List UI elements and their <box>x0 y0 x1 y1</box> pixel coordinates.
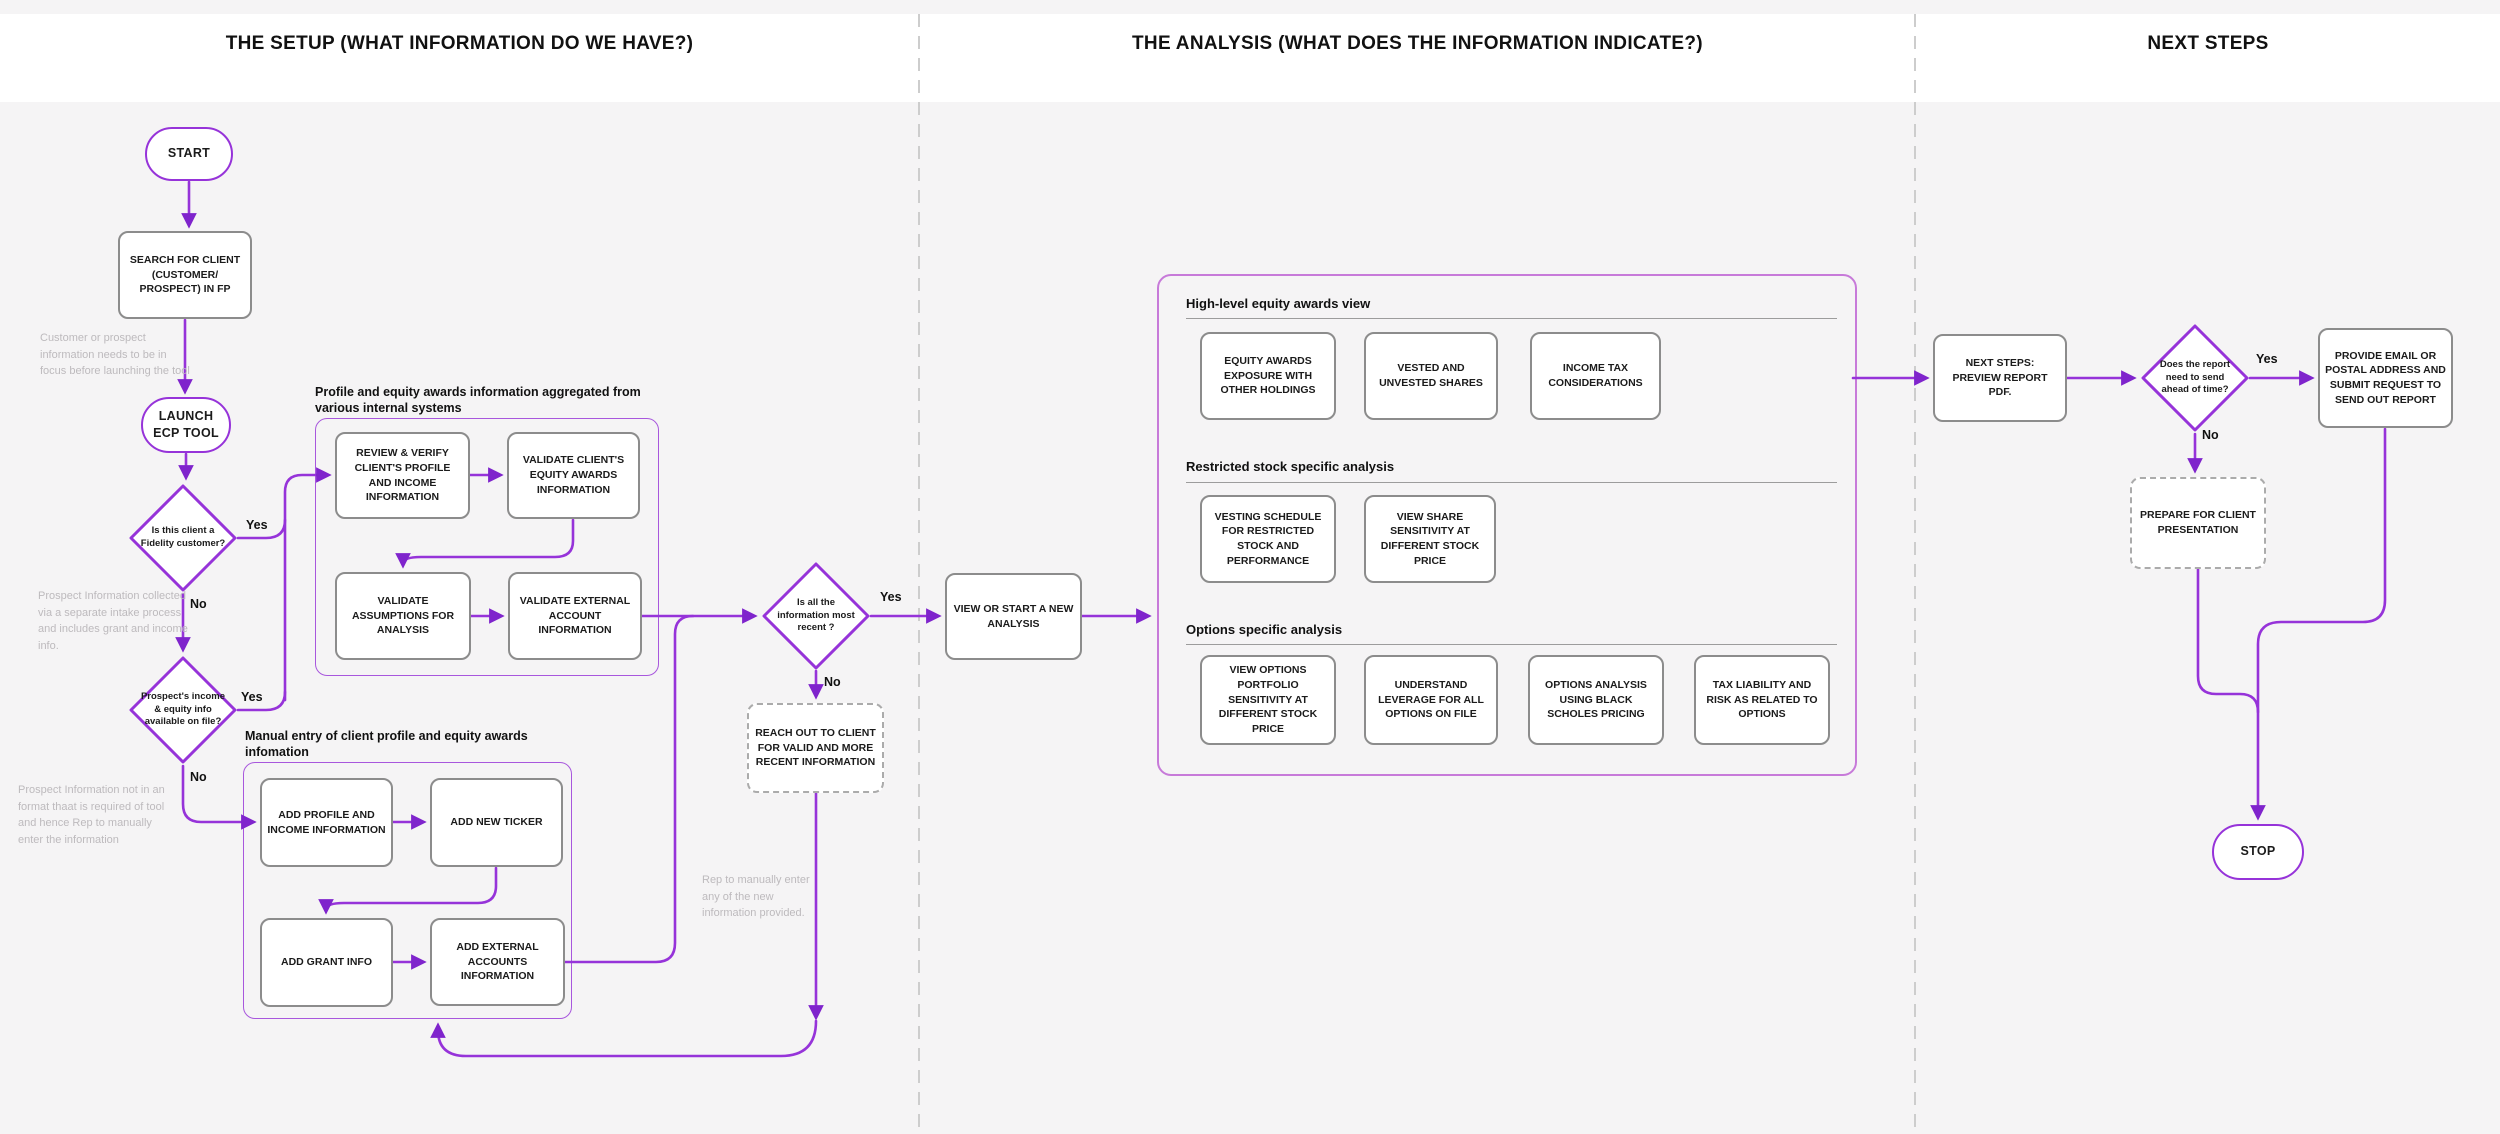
header-band <box>0 14 2500 102</box>
card-equity-awards-exposure: EQUITY AWARDS EXPOSURE WITH OTHER HOLDIN… <box>1200 332 1336 420</box>
decision-info-most-recent: Is all the information most recent ? <box>761 561 871 671</box>
group-title-manual: Manual entry of client profile and equit… <box>245 729 528 760</box>
section-rule-restricted-stock <box>1186 482 1837 483</box>
column-title-next-steps: NEXT STEPS <box>2147 33 2269 54</box>
card-black-scholes: OPTIONS ANALYSIS USING BLACK SCHOLES PRI… <box>1528 655 1664 745</box>
node-view-start-analysis: VIEW OR START A NEW ANALYSIS <box>945 573 1082 660</box>
edge-label-yes-recent: Yes <box>880 590 902 604</box>
note-customer-focus: Customer or prospect information needs t… <box>40 332 190 377</box>
decision-info-most-recent-label: Is all the information most recent ? <box>777 596 855 634</box>
decision-send-ahead-label: Does the report need to send ahead of ti… <box>2159 358 2231 396</box>
node-add-ticker: ADD NEW TICKER <box>430 778 563 867</box>
edge-label-no-recent: No <box>824 675 841 689</box>
node-next-steps-preview: NEXT STEPS: PREVIEW REPORT PDF. <box>1933 334 2067 422</box>
decision-fidelity-customer-label: Is this client a Fidelity customer? <box>140 525 226 549</box>
node-prepare-presentation: PREPARE FOR CLIENT PRESENTATION <box>2130 477 2266 569</box>
node-review-verify: REVIEW & VERIFY CLIENT'S PROFILE AND INC… <box>335 432 470 519</box>
section-title-restricted-stock: Restricted stock specific analysis <box>1186 459 1395 474</box>
node-add-external: ADD EXTERNAL ACCOUNTS INFORMATION <box>430 918 565 1006</box>
edge-label-no-prospect: No <box>190 770 207 784</box>
decision-prospect-info-on-file: Prospect's income & equity info availabl… <box>128 655 238 765</box>
column-title-analysis: THE ANALYSIS (WHAT DOES THE INFORMATION … <box>1132 33 1703 54</box>
node-validate-external: VALIDATE EXTERNAL ACCOUNT INFORMATION <box>508 572 642 660</box>
note-rep-manual-entry: Rep to manually enter any of the new inf… <box>702 874 810 919</box>
card-vested-unvested: VESTED AND UNVESTED SHARES <box>1364 332 1498 420</box>
node-launch-ecp-tool: LAUNCH ECP TOOL <box>141 397 231 453</box>
node-start: START <box>145 127 233 181</box>
note-prospect-intake: Prospect Information collected via a sep… <box>38 590 188 652</box>
card-income-tax: INCOME TAX CONSIDERATIONS <box>1530 332 1661 420</box>
card-tax-liability: TAX LIABILITY AND RISK AS RELATED TO OPT… <box>1694 655 1830 745</box>
edge-label-yes-prospect: Yes <box>241 690 263 704</box>
note-prospect-format: Prospect Information not in an format th… <box>18 784 165 846</box>
analysis-container <box>1157 274 1857 776</box>
section-rule-high-level <box>1186 318 1837 319</box>
section-title-options: Options specific analysis <box>1186 622 1343 637</box>
column-title-setup: THE SETUP (WHAT INFORMATION DO WE HAVE?) <box>225 33 694 54</box>
edge-label-yes-send-ahead: Yes <box>2256 352 2278 366</box>
edge-label-yes-fidelity: Yes <box>246 518 268 532</box>
node-reach-out-client: REACH OUT TO CLIENT FOR VALID AND MORE R… <box>747 703 884 793</box>
section-rule-options <box>1186 644 1837 645</box>
card-options-sensitivity: VIEW OPTIONS PORTFOLIO SENSITIVITY AT DI… <box>1200 655 1336 745</box>
section-divider-1 <box>918 14 920 1134</box>
card-share-sensitivity: VIEW SHARE SENSITIVITY AT DIFFERENT STOC… <box>1364 495 1496 583</box>
decision-prospect-info-label: Prospect's income & equity info availabl… <box>140 690 226 728</box>
node-validate-assumptions: VALIDATE ASSUMPTIONS FOR ANALYSIS <box>335 572 471 660</box>
edge-label-no-send-ahead: No <box>2202 428 2219 442</box>
card-vesting-schedule: VESTING SCHEDULE FOR RESTRICTED STOCK AN… <box>1200 495 1336 583</box>
edge-label-no-fidelity: No <box>190 597 207 611</box>
node-add-profile: ADD PROFILE AND INCOME INFORMATION <box>260 778 393 867</box>
section-divider-2 <box>1914 14 1916 1134</box>
decision-send-ahead: Does the report need to send ahead of ti… <box>2140 323 2250 433</box>
section-title-high-level: High-level equity awards view <box>1186 296 1371 311</box>
node-stop: STOP <box>2212 824 2304 880</box>
group-title-aggregated: Profile and equity awards information ag… <box>315 385 641 416</box>
card-understand-leverage: UNDERSTAND LEVERAGE FOR ALL OPTIONS ON F… <box>1364 655 1498 745</box>
decision-fidelity-customer: Is this client a Fidelity customer? <box>128 483 238 593</box>
node-add-grant: ADD GRANT INFO <box>260 918 393 1007</box>
node-provide-email: PROVIDE EMAIL OR POSTAL ADDRESS AND SUBM… <box>2318 328 2453 428</box>
node-validate-equity: VALIDATE CLIENT'S EQUITY AWARDS INFORMAT… <box>507 432 640 519</box>
node-search-client: SEARCH FOR CLIENT (CUSTOMER/ PROSPECT) I… <box>118 231 252 319</box>
